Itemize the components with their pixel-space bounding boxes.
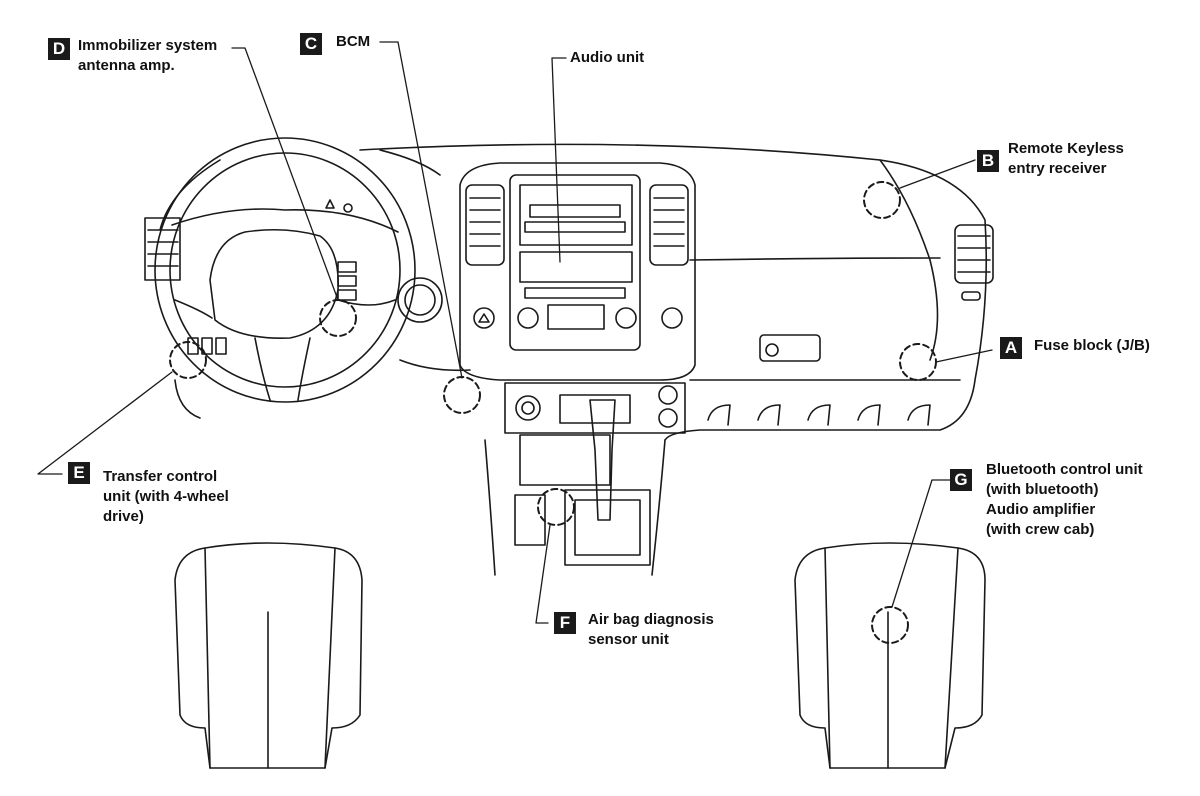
callout-E-line3: drive) (103, 508, 144, 525)
callout-E-badge: E (68, 462, 90, 484)
floor-vents (707, 404, 931, 426)
callout-D-label: Immobilizer system antenna amp. (78, 36, 217, 76)
callout-F-label: Air bag diagnosis sensor unit (588, 610, 714, 650)
location-markers (169, 181, 937, 644)
leader-audio (551, 57, 567, 263)
leader-lines (37, 41, 993, 624)
callout-D-badge: D (48, 38, 70, 60)
leader-B (899, 159, 976, 189)
right-seat (794, 542, 986, 769)
marker-bcm (443, 376, 481, 414)
marker-air-bag-sensor (537, 488, 575, 526)
callout-A-line1: Fuse block (J/B) (1034, 337, 1150, 354)
leader-C (379, 41, 463, 379)
callout-audio-label: Audio unit (570, 48, 644, 68)
right-vent (954, 224, 994, 301)
leader-G (891, 479, 956, 608)
leader-F (535, 524, 551, 624)
callout-audio-line1: Audio unit (570, 49, 645, 66)
callout-A-badge: A (1000, 337, 1022, 359)
callout-C-line1: BCM (336, 33, 371, 50)
callout-G-line3: Audio amplifier (986, 501, 1096, 518)
callout-B-label: Remote Keyless entry receiver (1008, 139, 1124, 179)
center-console (459, 162, 821, 576)
leader-D (231, 47, 339, 301)
callout-C-badge: C (300, 33, 322, 55)
callout-B-line2: entry receiver (1008, 160, 1107, 177)
leader-A (935, 349, 993, 363)
dashboard-outline (159, 143, 988, 441)
callout-B-badge: B (977, 150, 999, 172)
callout-F-badge: F (554, 612, 576, 634)
marker-bluetooth (871, 606, 909, 644)
callout-E-line2: unit (with 4-wheel (103, 488, 229, 505)
marker-transfer-control (169, 341, 207, 379)
leader-E (37, 371, 173, 475)
callout-G-line4: (with crew cab) (986, 521, 1095, 538)
callout-F-line1: Air bag diagnosis (588, 611, 714, 628)
callout-F-line2: sensor unit (588, 631, 669, 648)
callout-E-line1: Transfer control (103, 468, 218, 485)
callout-B-line1: Remote Keyless (1008, 140, 1124, 157)
callout-D-line2: antenna amp. (78, 57, 175, 74)
marker-remote-keyless (863, 181, 901, 219)
marker-fuse-block (899, 343, 937, 381)
callout-D-line1: Immobilizer system (78, 37, 218, 54)
callout-G-badge: G (950, 469, 972, 491)
callout-A-label: Fuse block (J/B) (1034, 336, 1150, 356)
callout-G-line2: (with bluetooth) (986, 481, 1099, 498)
callout-G-label: Bluetooth control unit (with bluetooth) … (986, 460, 1143, 540)
callout-E-label: Transfer control unit (with 4-wheel driv… (103, 467, 229, 527)
left-seat (174, 542, 363, 769)
callout-C-label: BCM (336, 32, 370, 52)
callout-G-line1: Bluetooth control unit (986, 461, 1143, 478)
